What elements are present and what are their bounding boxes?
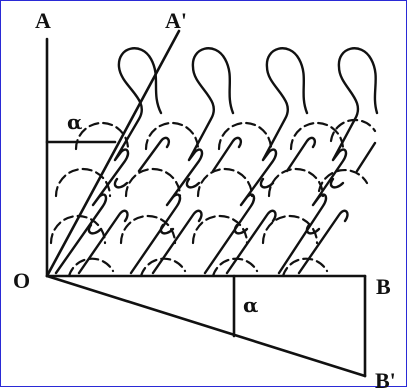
label-A-prime: A': [165, 8, 187, 33]
knit-loop-columns: [54, 47, 379, 275]
angle-alpha-lower: α: [243, 293, 258, 317]
loop-arc: [317, 169, 369, 193]
knit-loop-column: [77, 136, 171, 275]
knit-loop-column: [277, 47, 379, 275]
loop-arc: [217, 121, 273, 151]
loop-arc: [211, 257, 259, 278]
construction-lines: [45, 29, 367, 378]
loop-arc: [267, 167, 325, 198]
label-O: O: [13, 268, 30, 293]
loop-arc: [281, 257, 329, 278]
interlock-hook: [185, 177, 201, 189]
line-OB-prime: [45, 274, 367, 378]
loop-arc: [196, 167, 254, 198]
interlock-hook: [87, 223, 103, 235]
interlock-hook: [159, 223, 175, 235]
line-OA-prime: [45, 29, 181, 278]
loop-arc: [191, 214, 249, 245]
loop-arc: [119, 214, 177, 245]
interlock-hook: [259, 177, 275, 189]
angle-alpha-upper: α: [67, 110, 82, 134]
knit-loop-column: [203, 47, 309, 275]
label-B: B: [376, 274, 391, 299]
loop-arc: [124, 167, 182, 198]
loop-arc: [139, 257, 187, 278]
label-B-prime: B': [375, 368, 396, 388]
knit-loop-column: [297, 141, 377, 275]
knit-loop-column: [151, 136, 243, 275]
loop-arc: [74, 121, 130, 151]
knit-loop-column: [129, 47, 235, 275]
knit-loop-column: [225, 136, 317, 275]
interlock-hook: [233, 223, 249, 235]
interlock-hook: [305, 223, 321, 235]
loop-arc: [329, 118, 377, 143]
interlock-hook: [329, 177, 345, 189]
interlock-hook: [113, 177, 129, 189]
loop-arc: [289, 121, 345, 151]
loop-arc: [144, 121, 200, 151]
loop-arc: [67, 257, 115, 278]
label-A: A: [35, 8, 51, 33]
